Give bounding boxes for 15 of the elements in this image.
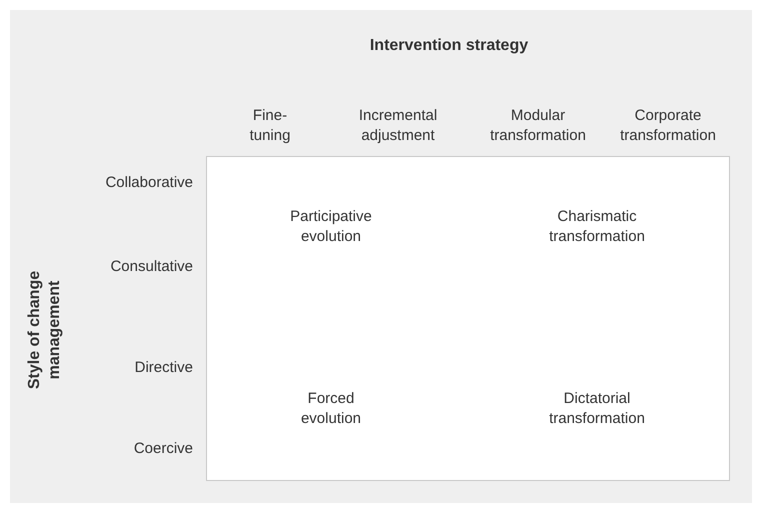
row-label: Collaborative <box>104 173 193 193</box>
quadrant-label: Charismatic transformation <box>548 207 646 247</box>
column-label: Modular transformation <box>489 106 587 146</box>
column-label: Incremental adjustment <box>358 106 438 146</box>
quadrant-label: Dictatorial transformation <box>548 389 646 429</box>
column-label: Fine- tuning <box>248 106 292 146</box>
quadrant-label: Participative evolution <box>289 207 373 247</box>
axis-title: Style of change management <box>25 270 64 392</box>
column-label: Corporate transformation <box>619 106 717 146</box>
row-label: Consultative <box>109 257 193 277</box>
row-label: Directive <box>134 358 193 378</box>
axis-title: Intervention strategy <box>368 36 530 56</box>
matrix-box <box>206 156 730 481</box>
quadrant-label: Forced evolution <box>300 389 362 429</box>
row-label: Coercive <box>132 439 193 459</box>
